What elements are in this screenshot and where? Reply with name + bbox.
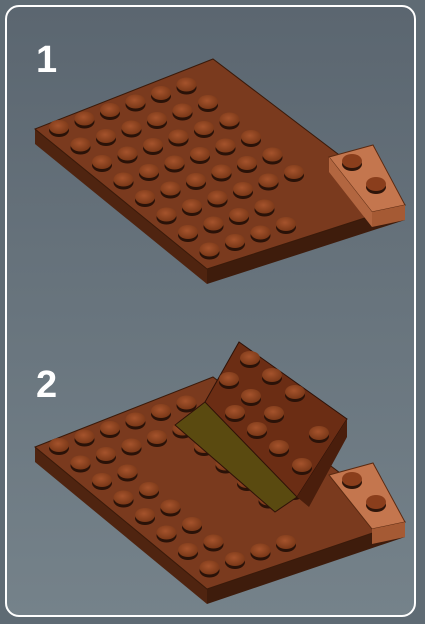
stud — [49, 120, 69, 134]
stud — [178, 225, 198, 239]
stud — [71, 456, 91, 470]
stud — [240, 351, 260, 365]
stud — [49, 438, 69, 452]
stud — [143, 138, 163, 152]
stud — [169, 130, 189, 144]
stud — [263, 148, 283, 162]
instruction-panel: 1 2 — [5, 5, 416, 617]
step-1-assembly — [35, 59, 405, 284]
stud — [204, 535, 224, 549]
stud — [100, 103, 120, 117]
stud — [276, 217, 296, 231]
stud — [219, 372, 239, 386]
stud — [276, 535, 296, 549]
stud — [118, 147, 138, 161]
stud — [237, 156, 257, 170]
stud — [147, 112, 167, 126]
stud — [100, 421, 120, 435]
stud — [157, 208, 177, 222]
stud — [177, 78, 197, 92]
stud — [96, 447, 116, 461]
stud — [75, 112, 95, 126]
stud — [151, 86, 171, 100]
stud — [173, 104, 193, 118]
stud — [225, 405, 245, 419]
stud — [122, 439, 142, 453]
stud — [186, 173, 206, 187]
stud — [75, 430, 95, 444]
stud — [284, 165, 304, 179]
stud — [233, 182, 253, 196]
stud — [178, 543, 198, 557]
stud — [122, 121, 142, 135]
stud — [309, 426, 329, 440]
stud — [92, 473, 112, 487]
stud — [212, 165, 232, 179]
stud — [220, 113, 240, 127]
stud — [165, 156, 185, 170]
stud — [135, 190, 155, 204]
stud — [225, 552, 245, 566]
stud — [92, 155, 112, 169]
stud — [139, 164, 159, 178]
stud — [204, 217, 224, 231]
stud — [241, 130, 261, 144]
stud — [161, 182, 181, 196]
stud — [216, 139, 236, 153]
stud — [126, 413, 146, 427]
stud — [241, 389, 261, 403]
stud — [190, 147, 210, 161]
stud — [157, 526, 177, 540]
stud — [292, 458, 312, 472]
stud — [147, 430, 167, 444]
stud — [259, 174, 279, 188]
stud — [251, 544, 271, 558]
stud — [264, 406, 284, 420]
step-2-assembly — [35, 342, 405, 604]
stud — [208, 191, 228, 205]
stud — [118, 465, 138, 479]
stud — [225, 234, 245, 248]
stud — [262, 368, 282, 382]
stud — [135, 508, 155, 522]
stud — [285, 385, 305, 399]
stud — [126, 95, 146, 109]
stud — [114, 173, 134, 187]
stud — [182, 517, 202, 531]
stud — [161, 500, 181, 514]
stud — [194, 121, 214, 135]
stud — [269, 440, 289, 454]
stud — [255, 200, 275, 214]
stud — [177, 396, 197, 410]
stud — [198, 95, 218, 109]
stud — [151, 404, 171, 418]
stud — [247, 422, 267, 436]
stud — [114, 491, 134, 505]
stud — [182, 199, 202, 213]
stud — [200, 243, 220, 257]
stud — [200, 561, 220, 575]
stud — [96, 129, 116, 143]
stud — [139, 482, 159, 496]
stud — [251, 226, 271, 240]
stud — [71, 138, 91, 152]
instruction-illustration — [7, 7, 416, 617]
stud — [229, 208, 249, 222]
